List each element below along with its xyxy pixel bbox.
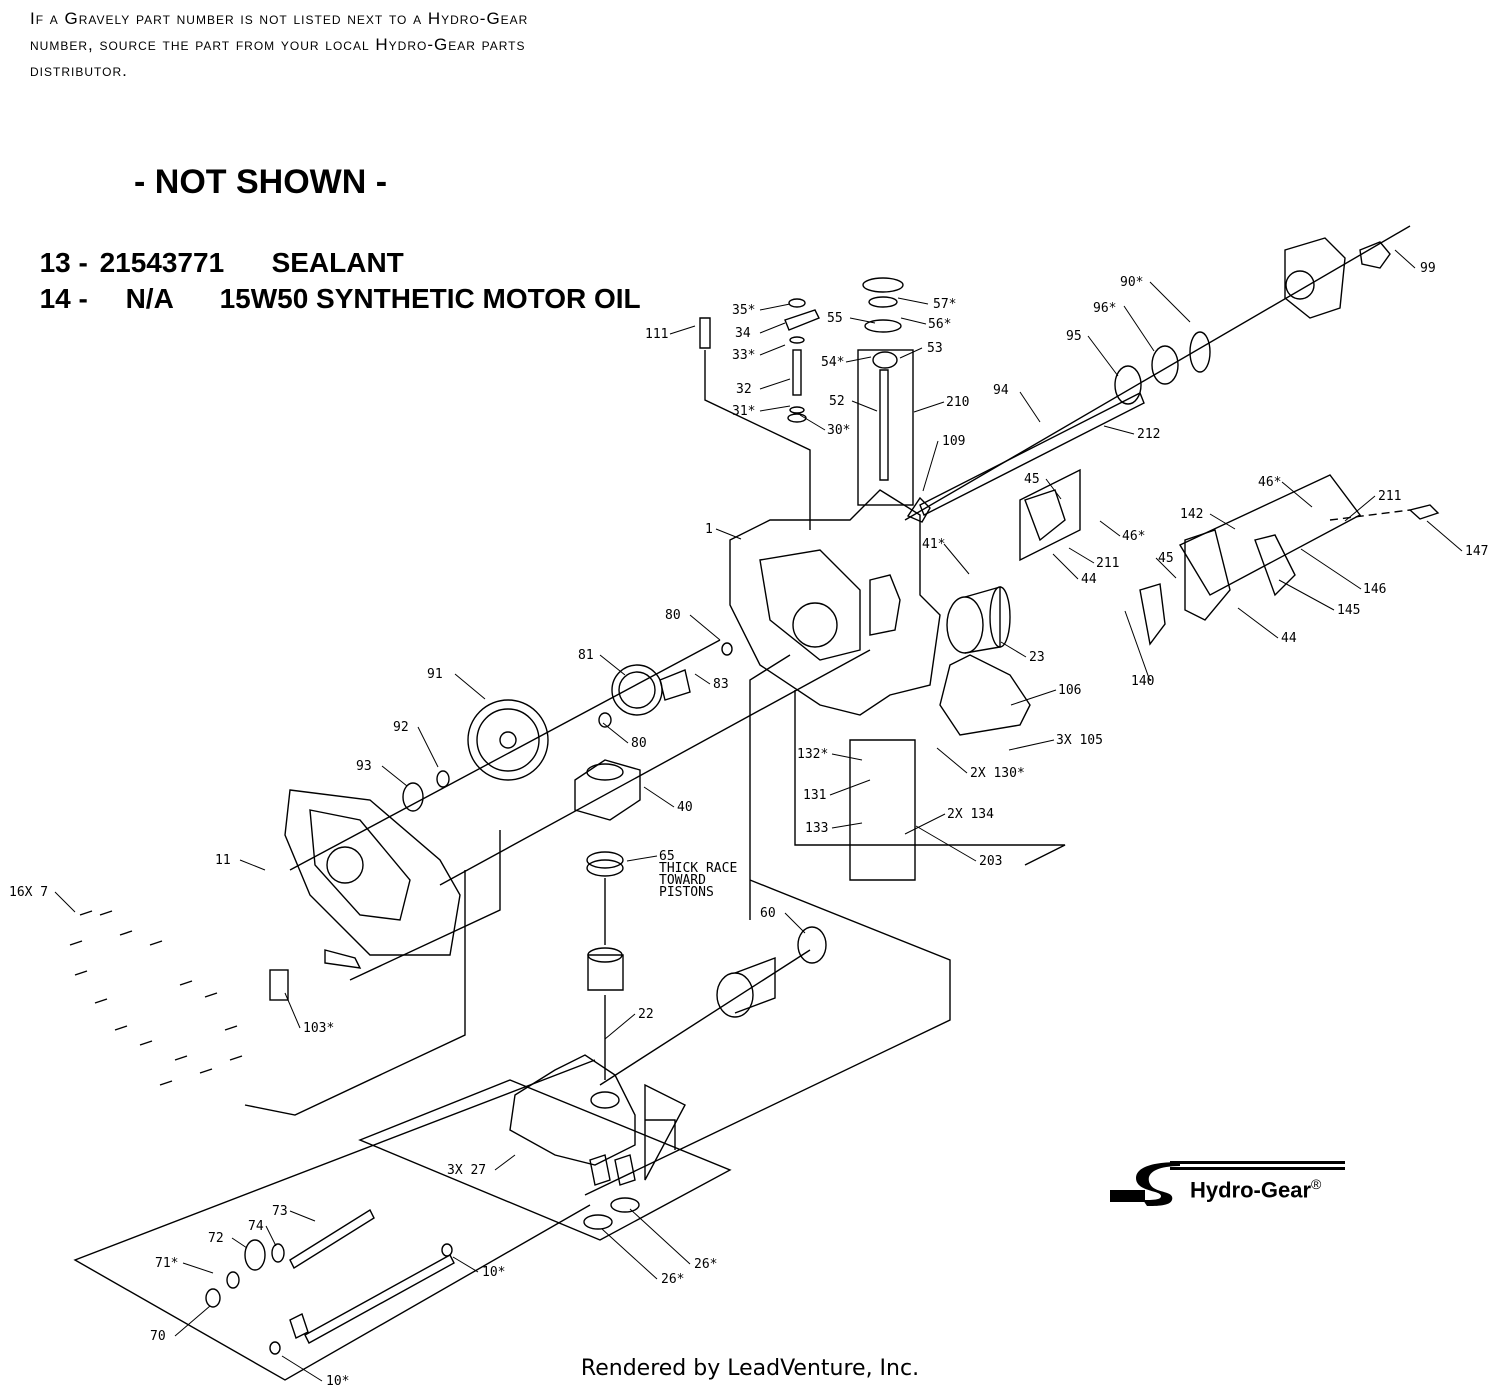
callout: 57*	[933, 297, 956, 312]
callout: 83	[713, 677, 729, 692]
callout: 142	[1180, 507, 1203, 522]
callout: 40	[677, 800, 693, 815]
callout: TOWARD	[659, 873, 706, 888]
callout: 2X 134	[947, 807, 994, 822]
callout: 44	[1281, 631, 1297, 646]
callout: 30*	[827, 423, 850, 438]
callout: 45	[1158, 551, 1174, 566]
callout: 65	[659, 849, 675, 864]
item-ref: 13 -	[39, 247, 88, 278]
callout: 46*	[1122, 529, 1145, 544]
callout: 93	[356, 759, 372, 774]
callout: 94	[993, 383, 1009, 398]
callout: 106	[1058, 683, 1081, 698]
callout: 3X 105	[1056, 733, 1103, 748]
item-description: 15W50 SYNTHETIC MOTOR OIL	[219, 283, 641, 314]
callout: THICK RACE	[659, 861, 737, 876]
callout: 34	[735, 326, 751, 341]
callout: 210	[946, 395, 969, 410]
callout: 26*	[661, 1272, 684, 1287]
item-ref: 14 -	[39, 283, 88, 314]
not-shown-item: 13 - 21543771 SEALANT	[24, 215, 404, 279]
callout: 35*	[732, 303, 755, 318]
callout: 44	[1081, 572, 1097, 587]
callout: 10*	[326, 1374, 349, 1389]
callout: 71*	[155, 1256, 178, 1271]
callout: 72	[208, 1231, 224, 1246]
callout: 109	[942, 434, 965, 449]
callout-labels: 99 90* 96* 95 94 212 57* 56* 55 53 54* 5…	[9, 261, 1488, 1389]
callout: 45	[1024, 472, 1040, 487]
hydro-gear-logo	[1110, 1158, 1350, 1208]
callout: PISTONS	[659, 885, 714, 900]
callout: 3X 27	[447, 1163, 486, 1178]
callout: 56*	[928, 317, 951, 332]
callout: 80	[631, 736, 647, 751]
callout: 95	[1066, 329, 1082, 344]
callout: 81	[578, 648, 594, 663]
callout: 211	[1096, 556, 1119, 571]
not-shown-heading: - NOT SHOWN -	[134, 163, 388, 201]
callout: 23	[1029, 650, 1045, 665]
callout: 32	[736, 382, 752, 397]
callout: 131	[803, 788, 826, 803]
callout: 1	[705, 522, 713, 537]
leader-lines	[54, 249, 1463, 1382]
callout: 46*	[1258, 475, 1281, 490]
callout: 55	[827, 311, 843, 326]
callout: 26*	[694, 1257, 717, 1272]
callout: 212	[1137, 427, 1160, 442]
item-part-number: N/A	[125, 283, 174, 314]
callout: 16X 7	[9, 885, 48, 900]
callout: 145	[1337, 603, 1360, 618]
registered-mark: ®	[1311, 1176, 1322, 1192]
callout: 2X 130*	[970, 766, 1025, 781]
callout: 31*	[732, 404, 755, 419]
callout: 33*	[732, 348, 755, 363]
callout: 111	[645, 327, 668, 342]
hydro-gear-logo-icon	[1110, 1161, 1345, 1206]
callout: 96*	[1093, 301, 1116, 316]
parts-note: If a Gravely part number is not listed n…	[30, 9, 529, 80]
callout: 80	[665, 608, 681, 623]
callout: 211	[1378, 489, 1401, 504]
callout: 53	[927, 341, 943, 356]
callout: 22	[638, 1007, 654, 1022]
callout: 147	[1465, 544, 1488, 559]
footer-credit: Rendered by LeadVenture, Inc.	[580, 1356, 920, 1381]
callout: 11	[215, 853, 231, 868]
callout: 90*	[1120, 275, 1143, 290]
callout: 52	[829, 394, 845, 409]
assembly-linework	[69, 225, 1440, 1381]
callout: 54*	[821, 355, 844, 370]
callout: 203	[979, 854, 1002, 869]
callout: 103*	[303, 1021, 334, 1036]
callout: 133	[805, 821, 828, 836]
callout: 146	[1363, 582, 1386, 597]
callout: 91	[427, 667, 443, 682]
not-shown-item: 14 - N/A 15W50 SYNTHETIC MOTOR OIL	[24, 251, 641, 315]
callout: 60	[760, 906, 776, 921]
callout: 99	[1420, 261, 1436, 276]
callout: 10*	[482, 1265, 505, 1280]
item-part-number: 21543771	[99, 247, 225, 278]
callout: 41*	[922, 537, 945, 552]
callout: 70	[150, 1329, 166, 1344]
callout: 132*	[797, 747, 828, 762]
callout: 74	[248, 1219, 264, 1234]
callout: 140	[1131, 674, 1154, 689]
item-description: SEALANT	[271, 247, 404, 278]
callout: 92	[393, 720, 409, 735]
callout: 73	[272, 1204, 288, 1219]
brand-name: Hydro-Gear®	[1190, 1176, 1322, 1203]
